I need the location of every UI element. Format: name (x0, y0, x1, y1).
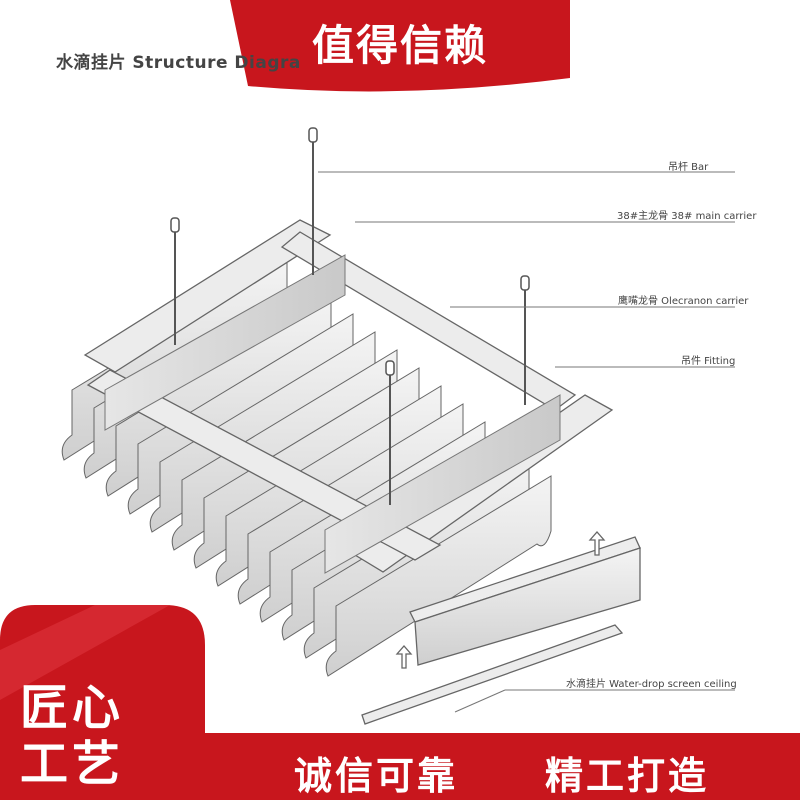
detail-blade-strip (361, 624, 624, 725)
cross-carrier-front (86, 369, 442, 561)
hanger-bars (174, 132, 526, 505)
callout-olecranon-carrier: 鹰嘴龙骨 Olecranon carrier (618, 296, 749, 307)
callout-main-carrier: 38#主龙骨 38# main carrier (617, 211, 757, 222)
water-drop-blade (325, 475, 552, 677)
detail-carrier-blade (414, 547, 641, 666)
top-banner-shape (230, 0, 570, 92)
main-carrier-left (83, 219, 332, 373)
diagram-title: 水滴挂片 Structure Diagra (56, 53, 301, 73)
up-arrow-2 (395, 645, 413, 669)
trust-banner: 值得信赖 (311, 21, 488, 70)
callout-fitting: 吊件 Fitting (681, 356, 736, 367)
footer-slogan-left: 诚信可靠 (294, 754, 459, 798)
main-carriers (83, 219, 614, 573)
footer-slogan-right: 精工打造 (545, 754, 710, 798)
badge-line-2: 工艺 (20, 736, 125, 792)
badge-line-1: 匠心 (20, 680, 125, 736)
detail-parts (361, 531, 641, 725)
olecranon-panel-1 (104, 254, 346, 431)
up-arrow-1 (588, 531, 606, 556)
callout-bar: 吊杆 Bar (668, 162, 709, 173)
footer-bar (0, 733, 800, 800)
olecranon-panel-2 (324, 394, 561, 574)
hanger-tops (170, 127, 530, 376)
callout-water-drop-ceiling: 水滴挂片 Water-drop screen ceiling (566, 679, 737, 690)
callout-lines (318, 171, 735, 713)
olecranon-panels (104, 254, 561, 574)
